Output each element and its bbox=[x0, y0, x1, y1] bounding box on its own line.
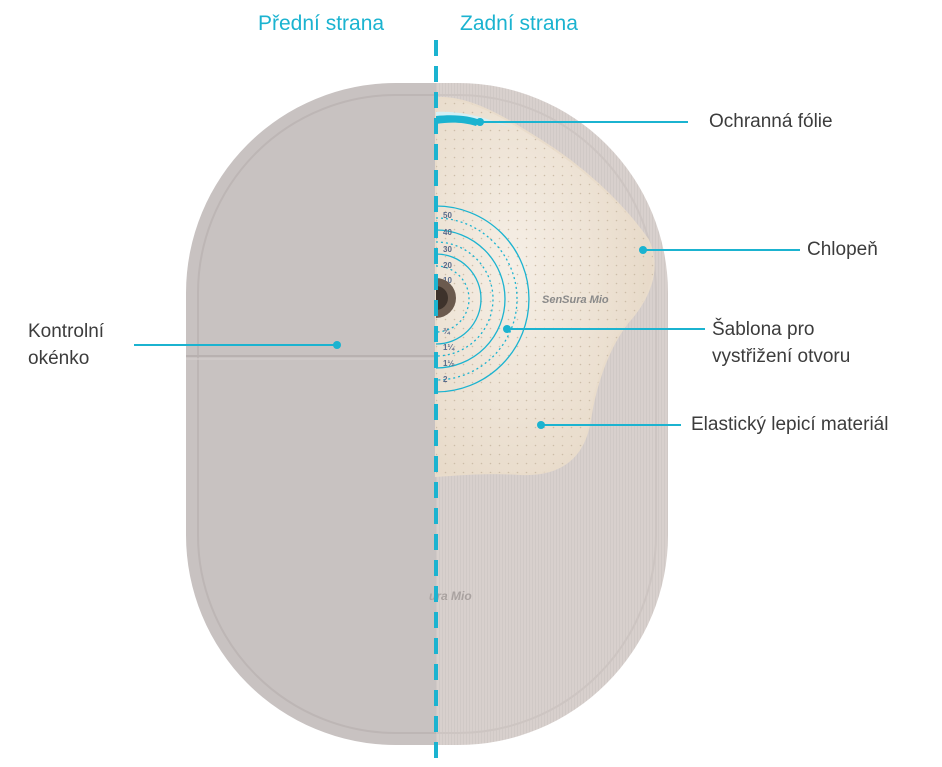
label-control-window: Kontrolní okénko bbox=[28, 318, 104, 372]
scale-mark-0: 50 bbox=[443, 211, 452, 220]
back-side-header: Zadní strana bbox=[460, 12, 578, 36]
label-adhesive: Elastický lepicí materiál bbox=[691, 411, 942, 438]
scale-mark-6: 1¼ bbox=[443, 343, 455, 352]
label-cut-template-line2: vystřižení otvoru bbox=[712, 343, 850, 370]
scale-mark-1: 40 bbox=[443, 228, 452, 237]
front-side-header: Přední strana bbox=[258, 12, 384, 36]
scale-mark-8: 2 bbox=[443, 375, 448, 384]
scale-mark-7: 1½ bbox=[443, 359, 454, 368]
label-protective-film: Ochranná fólie bbox=[709, 108, 833, 135]
wafer-brand: SenSura Mio bbox=[542, 294, 609, 306]
scale-mark-2: 30 bbox=[443, 245, 452, 254]
label-control-window-line1: Kontrolní bbox=[28, 318, 104, 345]
scale-mark-3: 20 bbox=[443, 261, 452, 270]
label-control-window-line2: okénko bbox=[28, 345, 104, 372]
label-cut-template: Šablona pro vystřižení otvoru bbox=[712, 316, 850, 370]
label-flap: Chlopeň bbox=[807, 236, 878, 263]
label-cut-template-line1: Šablona pro bbox=[712, 316, 850, 343]
